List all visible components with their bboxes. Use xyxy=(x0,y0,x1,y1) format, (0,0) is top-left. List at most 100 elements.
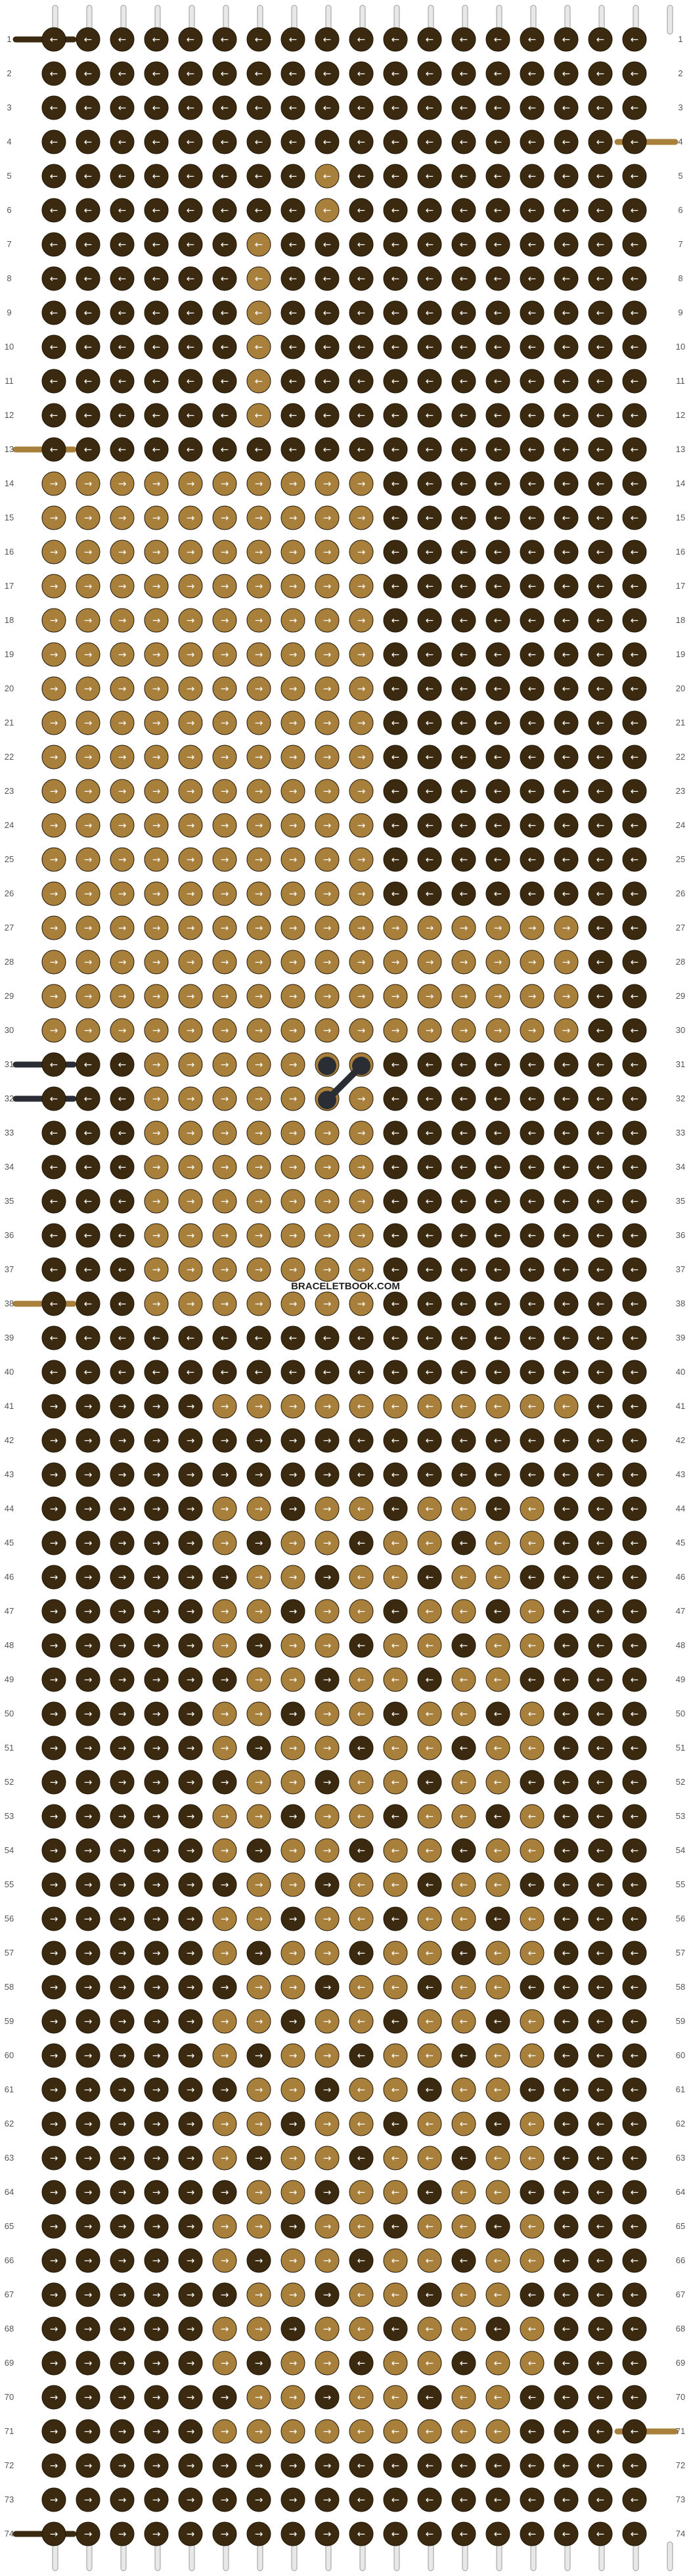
knot: ← xyxy=(41,1325,66,1350)
knot: → xyxy=(246,1462,271,1487)
knot: ← xyxy=(383,27,408,52)
svg-text:→: → xyxy=(84,2289,93,2301)
bottom-string-ends xyxy=(52,2541,673,2571)
knot: ← xyxy=(280,198,305,223)
row-number-left: 16 xyxy=(5,547,14,557)
svg-text:→: → xyxy=(187,717,195,729)
knot: ← xyxy=(554,608,579,633)
knot: ← xyxy=(588,198,613,223)
knot: → xyxy=(246,1428,271,1453)
knot: ← xyxy=(451,27,476,52)
svg-text:←: ← xyxy=(494,1332,502,1344)
knot: ← xyxy=(485,2385,510,2410)
knot: → xyxy=(110,2487,135,2512)
svg-text:←: ← xyxy=(596,478,605,490)
svg-text:←: ← xyxy=(631,2084,639,2096)
knot: → xyxy=(246,1530,271,1555)
knot: ← xyxy=(485,2282,510,2307)
svg-text:←: ← xyxy=(596,785,605,797)
knot: → xyxy=(212,1291,237,1316)
svg-text:→: → xyxy=(50,2084,58,2096)
knot: ← xyxy=(485,27,510,52)
svg-text:←: ← xyxy=(357,2255,366,2266)
svg-text:→: → xyxy=(323,512,332,524)
knot: → xyxy=(110,2146,135,2171)
svg-text:←: ← xyxy=(631,751,639,763)
svg-text:←: ← xyxy=(562,136,571,148)
svg-text:→: → xyxy=(323,990,332,1002)
svg-text:←: ← xyxy=(255,102,263,114)
svg-text:←: ← xyxy=(460,2323,468,2335)
knot: ← xyxy=(554,1872,579,1897)
knot: ← xyxy=(280,334,305,359)
svg-text:←: ← xyxy=(357,375,366,387)
knot: → xyxy=(41,2385,66,2410)
knot: → xyxy=(246,2351,271,2376)
svg-text:←: ← xyxy=(528,1742,537,1754)
svg-text:→: → xyxy=(494,1024,502,1036)
svg-text:←: ← xyxy=(528,751,537,763)
knot: → xyxy=(554,950,579,975)
svg-text:→: → xyxy=(152,2015,161,2027)
row-number-right: 66 xyxy=(676,2255,685,2265)
knot: → xyxy=(178,1462,203,1487)
svg-text:←: ← xyxy=(426,1435,434,1446)
knot: ← xyxy=(178,61,203,86)
knot: → xyxy=(41,1872,66,1897)
svg-text:→: → xyxy=(289,2220,298,2232)
knot: → xyxy=(41,1530,66,1555)
svg-text:→: → xyxy=(187,1913,195,1925)
svg-text:←: ← xyxy=(357,1981,366,1993)
svg-text:←: ← xyxy=(460,2494,468,2506)
knot: → xyxy=(178,574,203,599)
svg-text:→: → xyxy=(357,990,366,1002)
knot: → xyxy=(315,2282,340,2307)
knot: ← xyxy=(417,676,442,701)
svg-text:→: → xyxy=(50,888,58,900)
knot: ← xyxy=(417,1804,442,1829)
svg-text:←: ← xyxy=(528,1059,537,1070)
svg-text:→: → xyxy=(84,819,93,831)
svg-text:←: ← xyxy=(528,478,537,490)
svg-text:←: ← xyxy=(357,2528,366,2540)
knot: → xyxy=(41,813,66,838)
row-number-right: 19 xyxy=(676,649,685,659)
svg-text:→: → xyxy=(289,1981,298,1993)
knot: → xyxy=(280,1736,305,1760)
knot: ← xyxy=(280,1325,305,1350)
svg-text:←: ← xyxy=(460,1674,468,1686)
knot: ← xyxy=(554,779,579,804)
knot: → xyxy=(144,2521,169,2546)
knot: ← xyxy=(349,129,374,154)
svg-text:←: ← xyxy=(460,1195,468,1207)
knot: → xyxy=(212,2146,237,2171)
svg-text:→: → xyxy=(84,614,93,626)
svg-text:←: ← xyxy=(255,1332,263,1344)
svg-text:←: ← xyxy=(391,1605,400,1617)
knot: → xyxy=(178,847,203,872)
svg-text:←: ← xyxy=(460,409,468,421)
knot: → xyxy=(110,2453,135,2478)
svg-text:→: → xyxy=(187,2050,195,2061)
svg-text:→: → xyxy=(84,1845,93,1856)
row-number-left: 67 xyxy=(5,2289,14,2299)
svg-text:←: ← xyxy=(460,2118,468,2130)
knot: → xyxy=(76,950,100,975)
knot: ← xyxy=(349,2180,374,2205)
svg-text:←: ← xyxy=(631,1400,639,1412)
knot: → xyxy=(417,984,442,1009)
svg-text:←: ← xyxy=(494,819,502,831)
svg-text:→: → xyxy=(289,1127,298,1139)
svg-text:←: ← xyxy=(426,2220,434,2232)
knot: ← xyxy=(417,1599,442,1624)
svg-text:→: → xyxy=(118,614,127,626)
knot: ← xyxy=(554,813,579,838)
svg-text:←: ← xyxy=(528,2323,537,2335)
row-number-left: 15 xyxy=(5,513,14,522)
svg-text:→: → xyxy=(289,649,298,660)
knot: ← xyxy=(554,232,579,257)
knot: ← xyxy=(383,2487,408,2512)
svg-text:→: → xyxy=(118,1947,127,1959)
svg-text:←: ← xyxy=(596,1127,605,1139)
knot: → xyxy=(41,1394,66,1419)
